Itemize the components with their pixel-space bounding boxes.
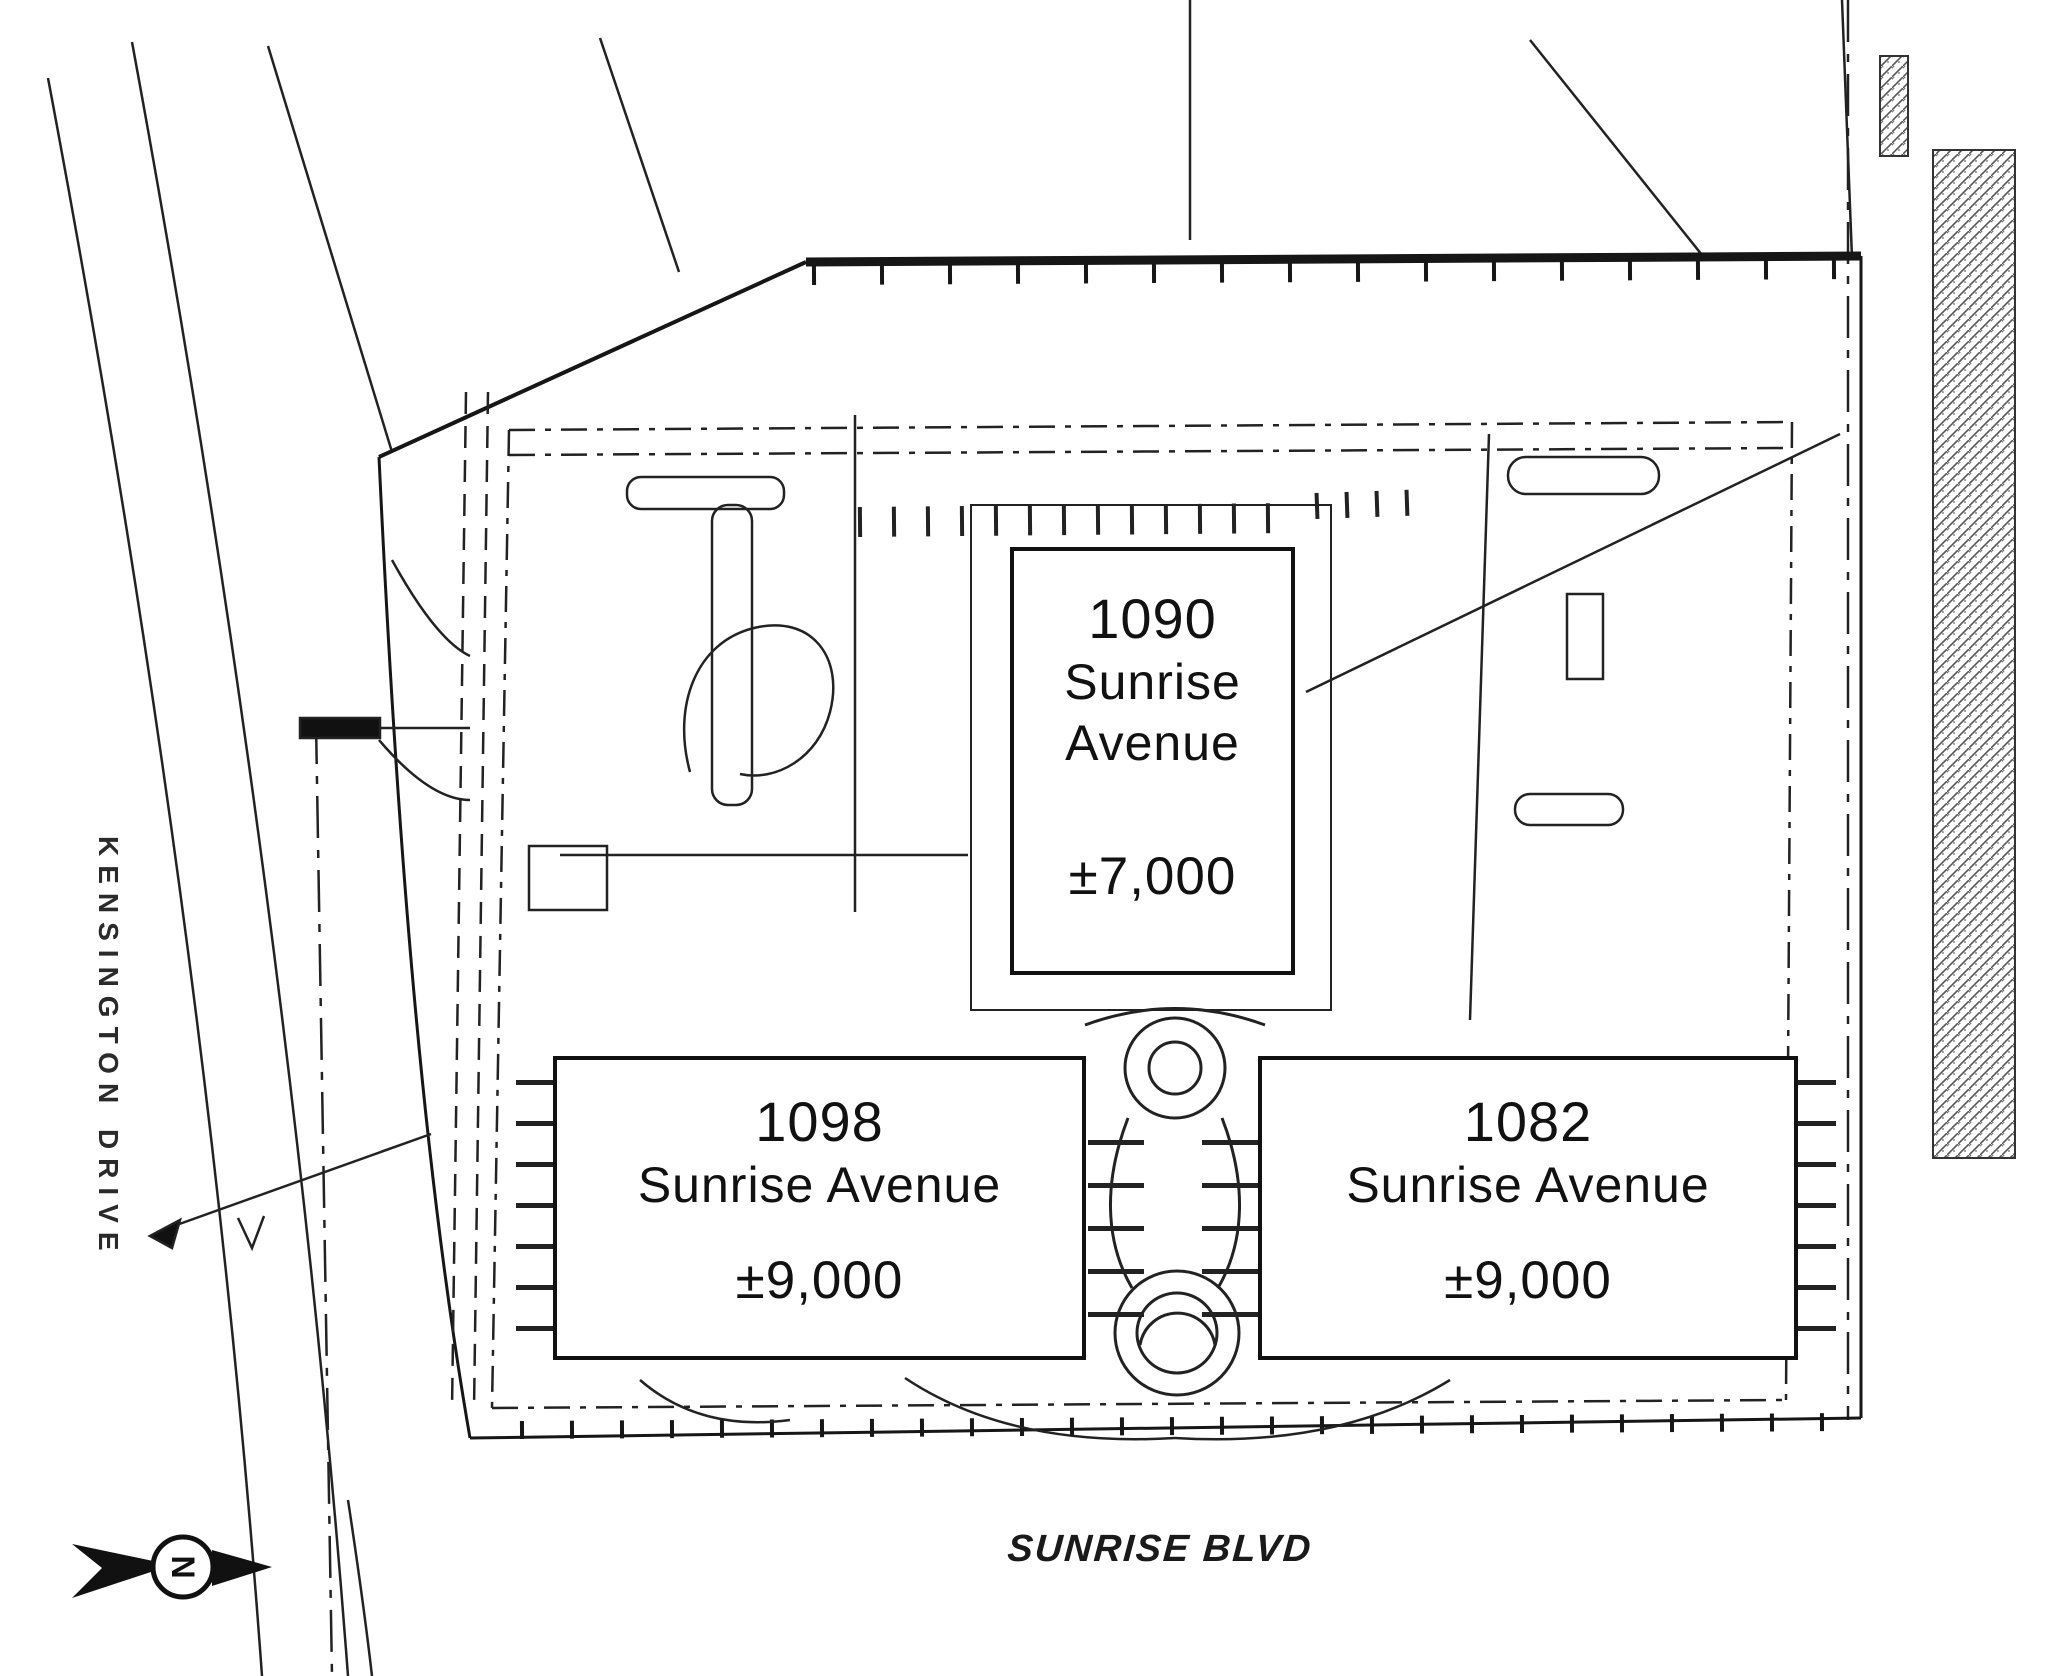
building-area: ±7,000: [1068, 847, 1237, 907]
curved-planter: [682, 624, 835, 777]
offsite-property-lines: [1188, 0, 1854, 1420]
north-arrow-tail: [72, 1544, 172, 1598]
building-street: Sunrise Avenue: [637, 1157, 1002, 1214]
building-1082-outline: [1258, 1056, 1798, 1360]
building-label-1082: 1082 Sunrise Avenue ±9,000: [1260, 1088, 1796, 1311]
north-arrow-tip: [212, 1550, 272, 1586]
parking-stall-rows: [516, 489, 1836, 1350]
east-hatched-strip: [1879, 55, 2016, 1159]
building-1098-outline: [553, 1056, 1086, 1360]
building-number: 1082: [1463, 1090, 1593, 1153]
building-label-1090: 1090 Sunrise Avenue ±7,000: [1012, 585, 1293, 907]
building-1090-outline: [1010, 547, 1295, 975]
parking-island: [1513, 792, 1625, 827]
tick-mark: [236, 1215, 266, 1252]
building-label-1098: 1098 Sunrise Avenue ±9,000: [555, 1088, 1084, 1311]
parking-island: [1565, 592, 1605, 681]
parking-island: [1506, 455, 1661, 496]
north-arrow-letter: N: [165, 1555, 201, 1578]
street-label-kensington-drive: KENSINGTON DRIVE: [93, 836, 124, 1260]
building-street: Sunrise Avenue: [1346, 1157, 1710, 1214]
fountain-south: [1113, 1269, 1241, 1397]
building-footprints: [553, 547, 1798, 1360]
building-street: Avenue: [1065, 715, 1240, 772]
leader-arrowhead: [147, 1217, 183, 1250]
building-area: ±9,000: [735, 1251, 904, 1311]
parcel-boundary: [377, 251, 1863, 1440]
central-plaza: [1084, 1007, 1266, 1397]
building-number: 1090: [1088, 587, 1217, 650]
building-area: ±9,000: [1444, 1251, 1612, 1311]
interior-site-linework: [147, 415, 1841, 1441]
fountain-north: [1123, 1016, 1227, 1120]
street-label-sunrise-blvd: SUNRISE BLVD: [1006, 1528, 1314, 1570]
north-arrow-circle: [150, 1534, 216, 1600]
road-kensington-lines: [46, 37, 681, 1676]
building-number: 1098: [755, 1090, 884, 1153]
landscape-island-t-top: [625, 475, 786, 511]
survey-marker: [298, 716, 382, 740]
north-arrow: N: [72, 1534, 272, 1600]
leader-line: [156, 1132, 432, 1234]
building-street: Sunrise: [1064, 654, 1241, 711]
setback-dashed-lines: [450, 391, 1794, 1411]
landscape-island-t-stem: [710, 503, 754, 807]
